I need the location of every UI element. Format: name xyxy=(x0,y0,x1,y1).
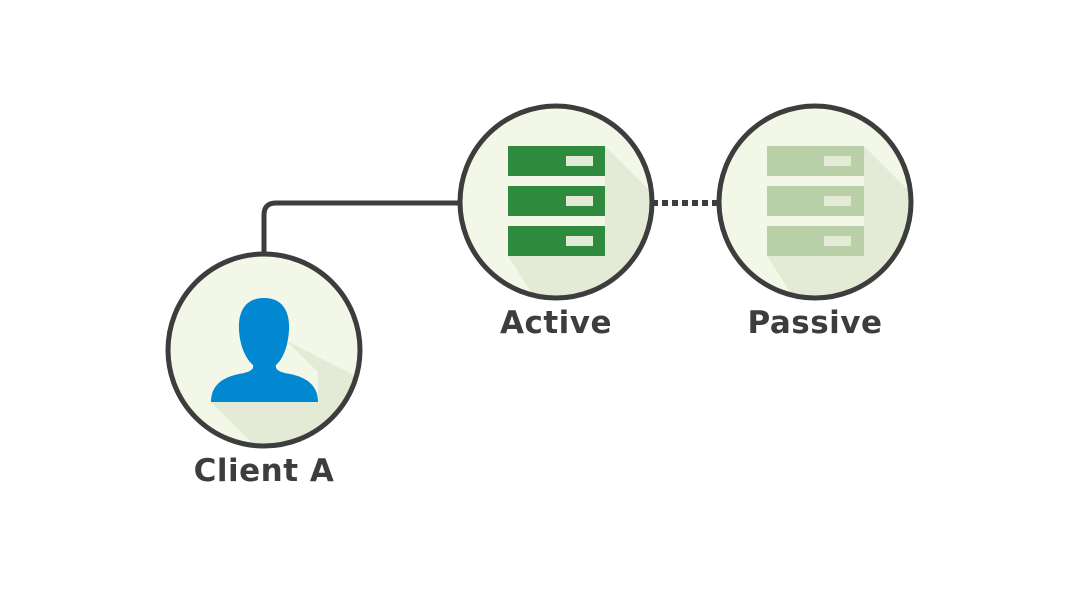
server-icon xyxy=(767,146,864,256)
active-node[interactable] xyxy=(457,103,720,400)
long-shadow xyxy=(508,146,651,297)
passive-label: Passive xyxy=(747,305,883,341)
client-node[interactable] xyxy=(165,251,500,571)
active-label: Active xyxy=(499,305,613,341)
user-icon xyxy=(211,298,318,402)
passive-node[interactable] xyxy=(716,103,980,400)
server-icon xyxy=(508,146,605,256)
long-shadow xyxy=(767,146,910,297)
client-label: Client A xyxy=(193,453,335,489)
connection-client-active xyxy=(261,200,460,254)
